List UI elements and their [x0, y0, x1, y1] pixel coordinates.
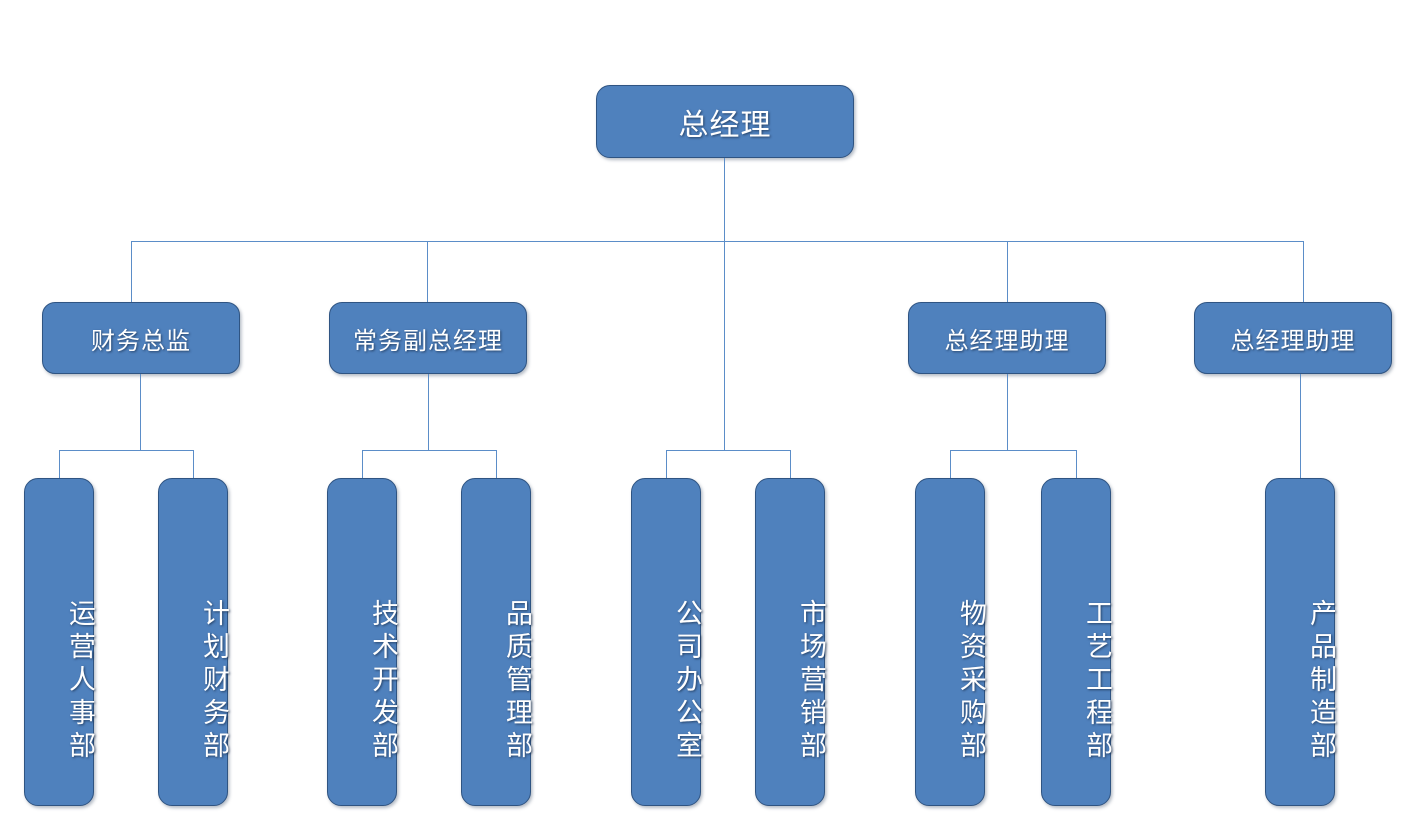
node-dept-process-engineering[interactable]: 工艺工程部: [1041, 478, 1112, 806]
node-dept-marketing[interactable]: 市场营销部: [755, 478, 826, 806]
node-dept-quality-management[interactable]: 品质管理部: [461, 478, 532, 806]
connector-branch-4-bus: [950, 450, 1077, 451]
node-dept-tech-development[interactable]: 技术开发部: [327, 478, 398, 806]
node-label: 物资采购部: [955, 598, 986, 764]
node-label: 品质管理部: [501, 598, 532, 764]
node-label: 总经理: [678, 107, 772, 143]
connector-drop-branch-4: [1007, 241, 1008, 303]
node-dept-company-office[interactable]: 公司办公室: [631, 478, 702, 806]
connector-drop-branch-2: [427, 241, 428, 303]
node-finance-director[interactable]: 财务总监: [42, 302, 240, 374]
connector-branch-4-child-1: [950, 450, 951, 479]
node-dept-planning-finance[interactable]: 计划财务部: [158, 478, 229, 806]
node-gm-assistant-2[interactable]: 总经理助理: [1194, 302, 1392, 374]
connector-branch-2-child-2: [496, 450, 497, 479]
connector-branch-3-child-2: [790, 450, 791, 479]
connector-drop-branch-1: [131, 241, 132, 303]
connector-branch-1-stem: [140, 374, 141, 451]
node-dept-materials-procurement[interactable]: 物资采购部: [915, 478, 986, 806]
node-label: 运营人事部: [64, 598, 95, 764]
connector-branch-3-child-1: [666, 450, 667, 479]
connector-branch-4-stem: [1007, 374, 1008, 451]
node-dept-operations-hr[interactable]: 运营人事部: [24, 478, 95, 806]
node-label: 总经理助理: [1230, 326, 1356, 355]
node-label: 财务总监: [91, 326, 191, 355]
node-label: 工艺工程部: [1081, 598, 1112, 764]
node-dept-product-manufacturing[interactable]: 产品制造部: [1265, 478, 1336, 806]
connector-branch-1-child-2: [193, 450, 194, 479]
connector-branch-2-child-1: [362, 450, 363, 479]
node-label: 技术开发部: [367, 598, 398, 764]
node-label: 计划财务部: [198, 598, 229, 764]
connector-branch-2-stem: [428, 374, 429, 451]
connector-root-stem: [724, 158, 725, 242]
connector-branch-3-bus: [666, 450, 791, 451]
node-label: 总经理助理: [944, 326, 1070, 355]
connector-branch-5-stem: [1300, 374, 1301, 479]
node-gm-assistant-1[interactable]: 总经理助理: [908, 302, 1106, 374]
connector-branch-1-child-1: [59, 450, 60, 479]
node-label: 常务副总经理: [353, 326, 503, 355]
node-general-manager[interactable]: 总经理: [596, 85, 854, 158]
connector-main-bus: [131, 241, 1304, 242]
node-label: 产品制造部: [1305, 598, 1336, 764]
connector-drop-branch-3: [724, 241, 725, 451]
node-executive-deputy-gm[interactable]: 常务副总经理: [329, 302, 527, 374]
node-label: 公司办公室: [671, 598, 702, 764]
connector-branch-2-bus: [362, 450, 496, 451]
node-label: 市场营销部: [795, 598, 826, 764]
connector-branch-1-bus: [59, 450, 193, 451]
connector-branch-4-child-2: [1076, 450, 1077, 479]
connector-drop-branch-5: [1303, 241, 1304, 303]
